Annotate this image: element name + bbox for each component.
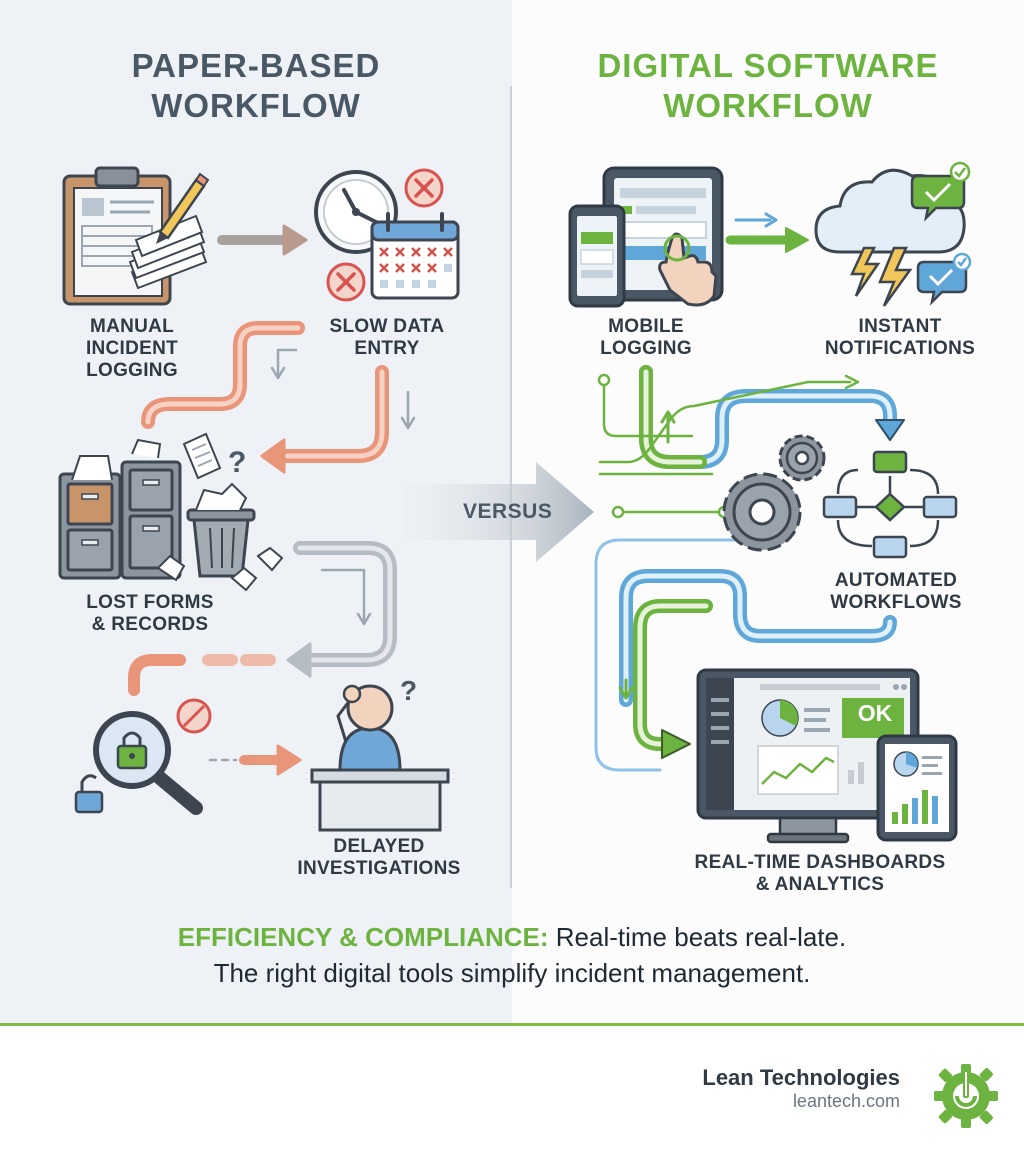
tablet-analytics-icon — [876, 734, 958, 842]
prohibited-icon — [176, 698, 212, 734]
summary-text: Real-time beats real-late. — [548, 922, 847, 952]
versus-arrow — [404, 462, 594, 562]
paper-flow-arrows — [128, 224, 416, 776]
illustration-layer: ? ? — [58, 161, 972, 844]
dashboard-monitor-icon — [696, 668, 920, 844]
step-label-real-time-dashboards: REAL-TIME DASHBOARDS & ANALYTICS — [694, 852, 946, 895]
digital-flow-arrows — [594, 212, 905, 772]
question-mark-icon: ? — [228, 446, 246, 479]
heading-line: DIGITAL SOFTWARE — [597, 47, 939, 84]
tapping-hand-icon — [658, 232, 718, 307]
dashboard-ok-status: OK — [857, 700, 893, 726]
heading-line: WORKFLOW — [151, 87, 361, 124]
step-label-slow-data-entry: SLOW DATA ENTRY — [329, 316, 445, 359]
flowchart-icon — [822, 450, 958, 559]
magnifier-lock-icon — [93, 711, 203, 815]
step-label-delayed-investigations: DELAYED INVESTIGATIONS — [297, 836, 461, 879]
step-label-mobile-logging: MOBILE LOGGING — [600, 316, 692, 359]
file-cabinet-icon — [58, 438, 182, 580]
summary-line-2: The right digital tools simplify inciden… — [213, 958, 811, 988]
lean-technologies-logo-icon — [934, 1064, 998, 1128]
paper-workflow-heading: PAPER-BASED WORKFLOW — [46, 46, 466, 126]
trash-bin-icon — [156, 482, 284, 592]
error-x-icon — [326, 262, 366, 302]
digital-workflow-heading: DIGITAL SOFTWARE WORKFLOW — [558, 46, 978, 126]
scattered-papers — [182, 432, 222, 480]
open-padlock-icon — [74, 774, 104, 814]
step-label-automated-workflows: AUTOMATED WORKFLOWS — [830, 570, 962, 613]
svg-text:?: ? — [400, 675, 417, 706]
clipboard-icon — [62, 166, 210, 306]
brand-name: Lean Technologies — [702, 1065, 900, 1090]
heading-line: WORKFLOW — [663, 87, 873, 124]
summary-line-1: EFFICIENCY & COMPLIANCE: Real-time beats… — [0, 920, 1024, 954]
confused-person-icon: ? — [310, 675, 450, 832]
versus-label: VERSUS — [463, 500, 553, 523]
chat-check-bubble-icon — [910, 161, 971, 222]
step-label-manual-incident-logging: MANUAL INCIDENT LOGGING — [85, 316, 179, 381]
gear-icon — [722, 472, 802, 552]
step-label-lost-forms-records: LOST FORMS & RECORDS — [86, 592, 214, 635]
pencil-icon — [156, 172, 210, 244]
heading-line: PAPER-BASED — [131, 47, 381, 84]
lightning-bolt-icon — [850, 246, 913, 307]
brand-url: leantech.com — [792, 1091, 900, 1111]
phone-icon — [568, 204, 626, 308]
chat-check-bubble-icon — [916, 252, 972, 306]
error-x-icon — [404, 168, 444, 208]
gear-icon — [778, 434, 826, 482]
step-label-instant-notifications: INSTANT NOTIFICATIONS — [824, 316, 976, 359]
summary-accent: EFFICIENCY & COMPLIANCE: — [177, 922, 549, 952]
calendar-icon — [370, 212, 460, 300]
footer-divider — [0, 1023, 1024, 1026]
